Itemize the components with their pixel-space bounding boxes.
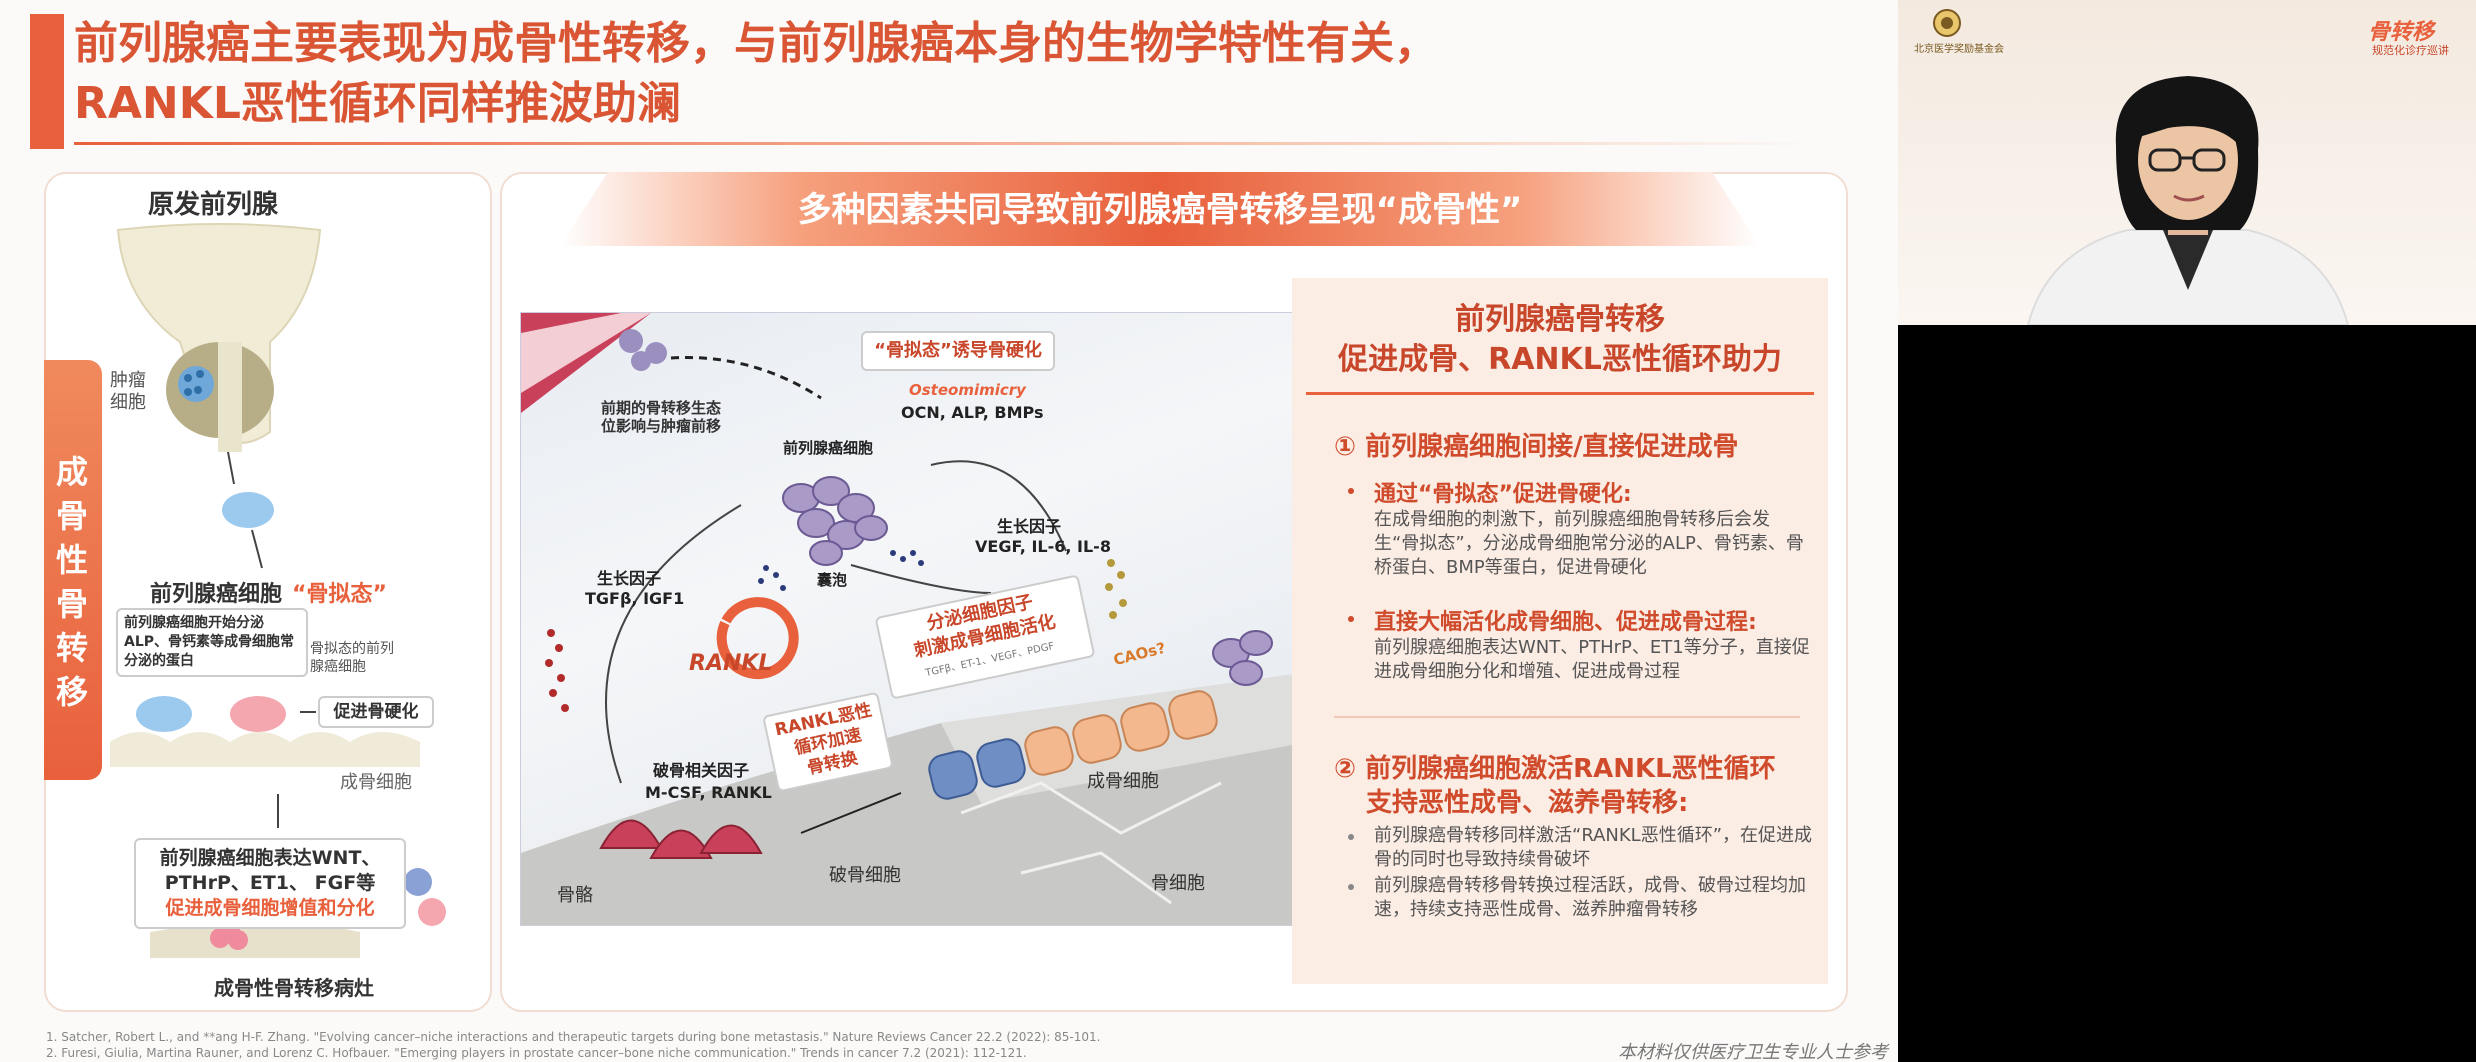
summary-divider: [1306, 392, 1814, 395]
cancer-cell-label: 前列腺癌细胞: [150, 582, 283, 607]
growth-factor-right: 生长因子: [997, 517, 1062, 536]
vertical-label: 成骨性骨转移: [55, 453, 88, 711]
osteoclast-label: 破骨细胞: [829, 865, 901, 886]
tumor-cell-label: 肿瘤细胞: [110, 370, 146, 413]
prostate-illustration: [110, 223, 446, 958]
niche-label: 前期的骨转移生态位影响与肿瘤前移: [601, 399, 722, 435]
video-background: [1898, 325, 2476, 1062]
osteocyte-label: 骨细胞: [1151, 873, 1205, 894]
osteomimicry-en: Osteomimicry: [909, 381, 1026, 399]
bullet2-title: 直接大幅活化成骨细胞、促进成骨过程:: [1374, 610, 1757, 635]
left-heading: 原发前列腺: [148, 190, 279, 220]
bullet3-body: 前列腺癌骨转移同样激活“RANKL恶性循环”，在促进成骨的同时也导致持续骨破坏: [1374, 825, 1813, 870]
brand-subtitle: 规范化诊疗巡讲: [2372, 44, 2449, 57]
banner-background: [560, 172, 1760, 246]
markers: OCN, ALP, BMPs: [901, 403, 1044, 422]
mcsf-label: M-CSF, RANKL: [645, 783, 772, 802]
slide-title-line2: RANKL恶性循环同样推波助澜: [74, 78, 681, 129]
wnt-box-line2: PTHrP、ET1、 FGF等: [164, 872, 376, 894]
vertical-label-tab: [44, 360, 102, 780]
wnt-box-line1: 前列腺癌细胞表达WNT、: [159, 847, 381, 869]
tgf-igf: TGFβ, IGF1: [585, 589, 685, 608]
banner-title: 多种因素共同导致前列腺癌骨转移呈现“成骨性”: [797, 190, 1523, 230]
pc-cells-label: 前列腺癌细胞: [783, 439, 874, 457]
slide-title-line1: 前列腺癌主要表现为成骨性转移，与前列腺癌本身的生物学特性有关，: [74, 18, 1438, 69]
slide-footer: 本材料仅供医疗卫生专业人士参考: [1618, 1042, 1888, 1062]
osteomimicry-desc-box: 前列腺癌细胞开始分泌ALP、骨钙素等成骨细胞常分泌的蛋白: [116, 608, 308, 677]
osteoclast-factor-label: 破骨相关因子: [653, 761, 750, 780]
bullet2-dot: [1348, 616, 1354, 622]
wnt-box-line3: 促进成骨细胞增值和分化: [165, 897, 375, 919]
bullet1-title: 通过“骨拟态”促进骨硬化:: [1374, 482, 1632, 507]
vegf-label: VEGF, IL-6, IL-8: [975, 537, 1111, 556]
bullet3-dot: [1348, 834, 1354, 840]
section-divider: [1334, 716, 1800, 718]
foundation-logo-text: 北京医学奖励基金会: [1914, 44, 2004, 55]
vesicle-label: 囊泡: [817, 571, 848, 589]
wnt-box: 前列腺癌细胞表达WNT、 PTHrP、ET1、 FGF等 促进成骨细胞增值和分化: [134, 838, 406, 929]
reference-2: 2. Furesi, Giulia, Martina Rauner, and L…: [46, 1046, 1027, 1060]
bullet1-body: 在成骨细胞的刺激下，前列腺癌细胞骨转移后会发生“骨拟态”，分泌成骨细胞常分泌的A…: [1374, 509, 1804, 578]
bullet4-dot: [1348, 884, 1354, 890]
summary-panel: [1292, 278, 1828, 984]
presentation-slide: 前列腺癌主要表现为成骨性转移，与前列腺癌本身的生物学特性有关， RANKL恶性循…: [0, 0, 1898, 1062]
bullet4-body: 前列腺癌骨转移骨转换过程活跃，成骨、破骨过程均加速，持续支持恶性成骨、滋养肿瘤骨…: [1374, 875, 1806, 920]
title-divider: [74, 142, 1824, 145]
title-accent-bar: [30, 14, 64, 149]
bone-label: 骨骼: [557, 885, 593, 906]
foundation-logo-icon: [1933, 9, 1961, 37]
diagram-graphics: [521, 313, 1303, 925]
summary-title-line2: 促进成骨、RANKL恶性循环助力: [1338, 342, 1782, 377]
growth-factor-left: 生长因子: [597, 569, 662, 588]
osteomimicry-label: “骨拟态”: [292, 582, 387, 607]
section1-heading: ① 前列腺癌细胞间接/直接促进成骨: [1334, 432, 1739, 462]
slide-title: 前列腺癌主要表现为成骨性转移，与前列腺癌本身的生物学特性有关， RANKL恶性循…: [74, 14, 1834, 134]
osteoblast-label-left: 成骨细胞: [340, 772, 412, 793]
promote-hardening-box: 促进骨硬化: [318, 696, 434, 728]
speaker-figure: [2026, 76, 2350, 325]
reference-1: 1. Satcher, Robert L., and **ang H-F. Zh…: [46, 1030, 1101, 1044]
section2-heading-line2: 支持恶性成骨、滋养骨转移:: [1366, 788, 1689, 818]
brand-logo: 骨转移: [2368, 20, 2435, 45]
osteomimic-cell-label: 骨拟态的前列腺癌细胞: [310, 641, 394, 675]
summary-title: 前列腺癌骨转移 促进成骨、RANKL恶性循环助力: [1292, 300, 1828, 380]
section2-heading-line1: ② 前列腺癌细胞激活RANKL恶性循环: [1334, 754, 1776, 784]
osteomimicry-box: “骨拟态”诱导骨硬化: [861, 331, 1055, 371]
rankl-label: RANKL: [689, 651, 773, 676]
bullet1-dot: [1348, 488, 1354, 494]
lesion-label: 成骨性骨转移病灶: [214, 976, 374, 1000]
summary-title-line1: 前列腺癌骨转移: [1455, 302, 1665, 337]
speaker-video: 北京医学奖励基金会 骨转移 规范化诊疗巡讲: [1898, 0, 2476, 325]
mechanism-diagram: 前期的骨转移生态位影响与肿瘤前移 “骨拟态”诱导骨硬化 Osteomimicry…: [520, 312, 1304, 926]
osteoblast-diagram-label: 成骨细胞: [1087, 771, 1159, 792]
bullet2-body: 前列腺癌细胞表达WNT、PTHrP、ET1等分子，直接促进成骨细胞分化和增殖、促…: [1374, 637, 1810, 682]
